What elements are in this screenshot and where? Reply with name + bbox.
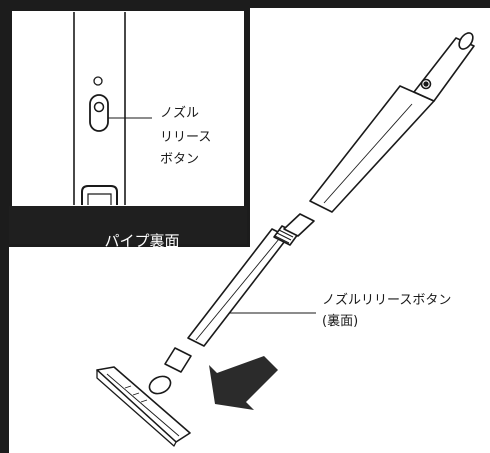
inset-box bbox=[6, 5, 250, 247]
inset-callout-line-1: ノズル bbox=[160, 106, 200, 121]
pipe-hole bbox=[93, 76, 103, 86]
neck-joint bbox=[164, 347, 192, 373]
inset-caption-band bbox=[9, 206, 247, 244]
main-callout-line-1: ノズルリリースボタン bbox=[322, 293, 452, 308]
inset-callout-line-2: リリース bbox=[160, 130, 212, 145]
nozzle-release-button-icon bbox=[89, 94, 109, 132]
inset-callout-line-3: ボタン bbox=[160, 152, 200, 167]
floor-nozzle bbox=[96, 366, 191, 443]
inset-caption: パイプ裏面 bbox=[104, 232, 180, 250]
downward-pull-arrow-icon bbox=[209, 356, 278, 410]
pipe-closeup bbox=[73, 12, 126, 205]
stick-vacuum bbox=[96, 32, 475, 447]
handle-cap bbox=[458, 32, 474, 50]
main-callout-line-2: (裏面) bbox=[322, 314, 359, 329]
